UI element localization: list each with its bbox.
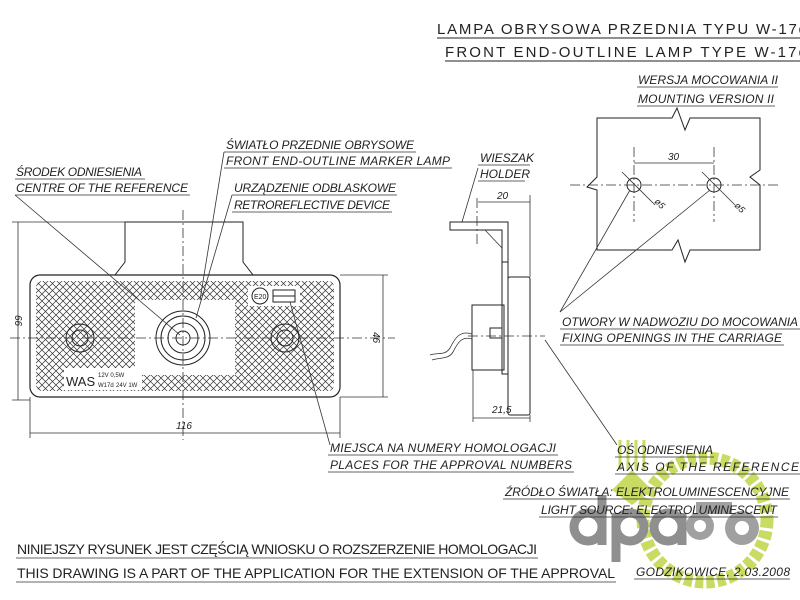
title-pl: LAMPA OBRYSOWA PRZEDNIA TYPU W-17d xyxy=(437,21,800,38)
marker-lamp-window xyxy=(135,300,235,375)
centre-label-pl: ŚRODEK ODNIESIENIA xyxy=(16,164,142,179)
body-depth-dim: 21,5 xyxy=(491,405,512,416)
fixing-hole-1 xyxy=(626,177,642,193)
axis-label-en: AXIS OF THE REFERENCE xyxy=(616,460,800,474)
axis-label-pl: OŚ ODNIESIENIA xyxy=(617,442,713,457)
marker-label-en: FRONT END-OUTLINE MARKER LAMP xyxy=(226,154,450,168)
height-body-dim: 46 xyxy=(370,332,381,344)
lamp-brand: WAS xyxy=(66,374,95,389)
lamp-rating-24v: 24V 1W xyxy=(116,383,138,389)
hole-diameter-1: ø5 xyxy=(653,196,668,211)
openings-label-en: FIXING OPENINGS IN THE CARRIAGE xyxy=(562,331,783,345)
footer-note-pl: NINIEJSZY RYSUNEK JEST CZĘŚCIĄ WNIOSKU O… xyxy=(17,540,537,557)
approval-label-pl: MIEJSCA NA NUMERY HOMOLOGACJI xyxy=(330,441,557,455)
approval-mark-text: E20 xyxy=(254,294,267,301)
front-view: E20 WAS 12V 0,5W W17d 24V 1W 66 46 116 xyxy=(10,210,395,440)
drawing-title: LAMPA OBRYSOWA PRZEDNIA TYPU W-17d FRONT… xyxy=(437,21,800,62)
dpa-watermark-logo xyxy=(569,440,774,589)
light-source-label-en: LIGHT SOURCE: ELECTROLUMINESCENT xyxy=(541,503,779,517)
fixing-hole-2 xyxy=(706,177,722,193)
dpa-letters xyxy=(569,495,687,562)
side-view: WIESZAK HOLDER 20 21,5 xyxy=(429,151,618,446)
width-dim: 116 xyxy=(176,421,192,432)
footer-note-en: THIS DRAWING IS A PART OF THE APPLICATIO… xyxy=(17,565,615,581)
marker-label-pl: ŚWIATŁO PRZEDNIE OBRYSOWE xyxy=(226,137,415,152)
mounting-label-en: MOUNTING VERSION II xyxy=(638,92,775,106)
approval-label-en: PLACES FOR THE APPROVAL NUMBERS xyxy=(330,458,572,472)
holder-depth-dim: 20 xyxy=(496,191,509,202)
openings-label-pl: OTWORY W NADWOZIU DO MOCOWANIA xyxy=(562,315,798,329)
title-en: FRONT END-OUTLINE LAMP TYPE W-17d xyxy=(445,44,800,61)
hole-diameter-2: ø5 xyxy=(733,200,748,215)
centre-label-en: CENTRE OF THE REFERENCE xyxy=(16,181,189,195)
mounting-hole-right xyxy=(270,323,300,353)
callouts: ŚRODEK ODNIESIENIA CENTRE OF THE REFEREN… xyxy=(14,137,800,518)
footer-notes: NINIEJSZY RYSUNEK JEST CZĘŚCIĄ WNIOSKU O… xyxy=(16,540,790,583)
light-source-label-pl: ŹRÓDŁO ŚWIATŁA: ELEKTROLUMINESCENCYJNE xyxy=(504,484,790,499)
holder-label-pl: WIESZAK xyxy=(480,151,535,165)
retro-label-pl: URZĄDZENIE ODBLASKOWE xyxy=(234,181,397,195)
hole-spacing-dim: 30 xyxy=(668,152,680,163)
retro-label-en: RETROREFLECTIVE DEVICE xyxy=(234,198,391,212)
mounting-label-pl: WERSJA MOCOWANIA II xyxy=(638,73,779,87)
mounting-hole-left xyxy=(65,323,95,353)
lamp-model: W17d xyxy=(98,383,114,389)
mounting-version-view: WERSJA MOCOWANIA II MOUNTING VERSION II … xyxy=(559,73,800,346)
holder-label-en: HOLDER xyxy=(480,167,530,181)
lamp-rating-12v: 12V 0,5W xyxy=(98,373,125,379)
approval-mark xyxy=(251,287,269,305)
height-total-dim: 66 xyxy=(12,315,23,327)
place-date: GODZIKOWICE, 2.03.2008 xyxy=(636,565,790,579)
